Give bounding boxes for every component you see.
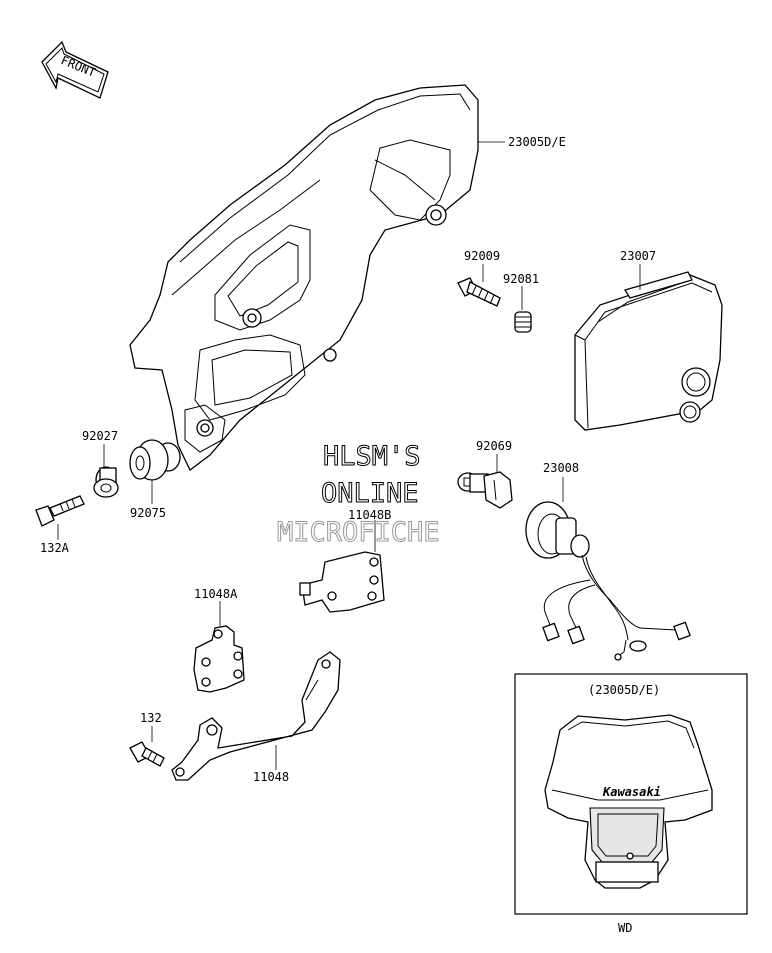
stay-11048-part [171,651,341,781]
part-label-92027: 92027 [82,429,118,443]
part-label-11048: 11048 [253,770,289,784]
spring-92081-part [514,311,532,333]
part-label-132: 132 [140,711,162,725]
watermark-line2: ONLINE [321,478,419,509]
inset-title: (23005D/E) [588,683,660,697]
bulb-92069-part [457,471,513,509]
part-label-11048b: 11048B [348,508,391,522]
watermark-line3: MICROFICHE [277,517,440,548]
screw-92009-part [457,277,501,307]
part-label-92075: 92075 [130,506,166,520]
part-label-92009: 92009 [464,249,500,263]
bolt-132a-part [35,495,85,527]
part-label-92081: 92081 [503,272,539,286]
bracket-11048a-part [193,625,245,693]
part-label-92069: 92069 [476,439,512,453]
watermark-line1: HLSM'S [323,441,421,472]
bolt-132-part [129,741,165,767]
part-label-23007: 23007 [620,249,656,263]
watermark: HLSM'S ONLINE MICROFICHE [277,441,441,549]
headlight-unit-23007-part [574,271,723,431]
part-label-23005: 23005D/E [508,135,566,149]
headlight-cowl-part [129,84,479,471]
bracket-11048b-part [299,551,385,613]
front-arrow-icon: FRONT [41,40,109,99]
inset-model-label: WD [618,921,632,935]
collar-92027-part [93,466,119,498]
part-label-132a: 132A [40,541,70,555]
grommet-92075-part [129,439,181,481]
part-label-23008: 23008 [543,461,579,475]
number-plate-cowl-part: Kawasaki [544,714,713,889]
inset-brand: Kawasaki [602,785,661,799]
socket-harness-23008-part [525,501,691,661]
part-label-11048a: 11048A [194,587,238,601]
inset-box: (23005D/E) Kawasaki [514,673,748,915]
